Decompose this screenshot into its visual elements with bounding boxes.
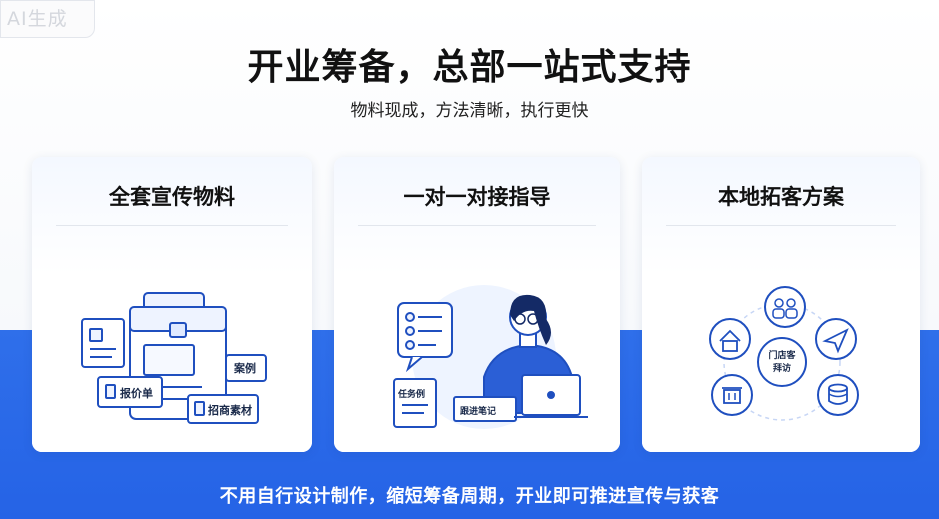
tasks-label: 任务例 <box>397 388 425 400</box>
acquisition-network-diagram: 门店客 拜访 <box>709 286 859 421</box>
task-clipboard-icon <box>393 378 437 428</box>
recruit-card <box>187 394 259 424</box>
customers-icon <box>764 286 806 328</box>
card-title: 全套宣传物料 <box>109 185 235 209</box>
guidance-illustration: 任务例 跟进笔记 <box>393 285 588 429</box>
document-icon <box>81 318 125 368</box>
card-title: 一对一对接指导 <box>403 185 551 209</box>
center-label-line1: 门店客 <box>768 349 796 361</box>
notes-label: 跟进笔记 <box>460 405 496 417</box>
storage-bin-icon <box>711 374 753 416</box>
page-subtitle: 物料现成，方法清晰，执行更快 <box>350 101 589 121</box>
store-icon <box>709 318 751 360</box>
promo-materials-illustration: 报价单 案例 招商素材 <box>81 292 267 424</box>
quote-card <box>97 376 163 408</box>
card-divider <box>56 225 288 226</box>
checklist-bubble-icon <box>397 302 453 373</box>
laptop-icon <box>514 374 588 418</box>
center-node <box>757 337 807 387</box>
case-card <box>225 354 267 382</box>
card-promo-materials: 全套宣传物料 报价单 案例 <box>32 157 312 452</box>
recruit-label: 招商素材 <box>208 403 252 417</box>
page-title: 开业筹备，总部一站式支持 <box>247 47 692 88</box>
card-local-acquisition: 本地拓客方案 门店客 拜访 <box>642 157 920 452</box>
case-label: 案例 <box>233 361 256 375</box>
quote-label: 报价单 <box>120 386 153 400</box>
notes-pad-icon <box>453 396 517 422</box>
paper-plane-icon <box>815 318 857 360</box>
coins-icon <box>817 374 859 416</box>
card-title: 本地拓客方案 <box>718 185 844 209</box>
footer-tagline: 不用自行设计制作，缩短筹备周期，开业即可推进宣传与获客 <box>219 486 720 507</box>
ai-generated-badge: AI生成 <box>0 0 95 38</box>
card-divider <box>666 225 896 226</box>
card-divider <box>358 225 596 226</box>
card-one-on-one-guidance: 一对一对接指导 任务例 <box>334 157 620 452</box>
center-label-line2: 拜访 <box>773 362 791 374</box>
